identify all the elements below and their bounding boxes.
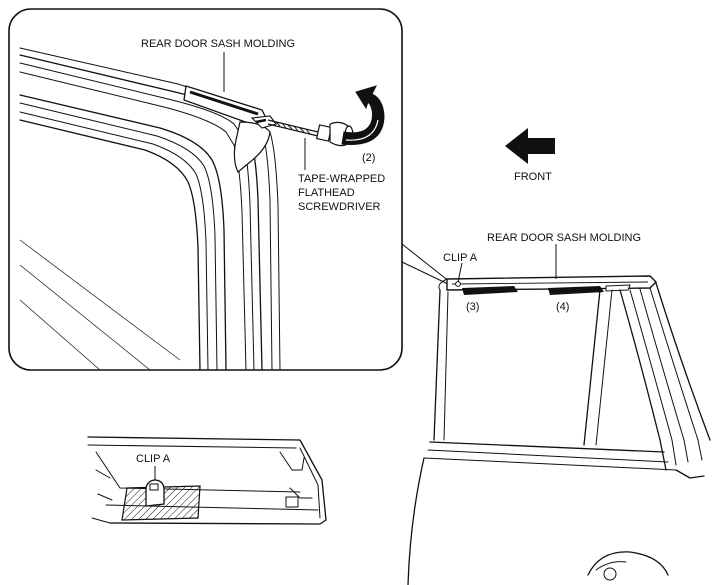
tool-label-line3: SCREWDRIVER: [298, 201, 381, 213]
tool-label-line1: TAPE-WRAPPED: [298, 173, 385, 185]
step-4-label: (4): [556, 301, 569, 313]
tool-label-line2: FLATHEAD: [298, 187, 355, 199]
clip-icon: [145, 479, 165, 507]
detail-molding-label: REAR DOOR SASH MOLDING: [141, 38, 295, 50]
front-arrow-icon: [505, 128, 555, 164]
rotation-arrow-icon: [341, 85, 385, 145]
callout-connectors: [401, 243, 451, 286]
detail-frame: [8, 8, 403, 371]
step-3-label: (3): [466, 301, 479, 313]
clip-a-main-leader: [457, 262, 463, 283]
detail-callout: REAR DOOR SASH MOLDING (2) TAPE-WRAPPED …: [8, 8, 403, 371]
rear-door-main-view: [407, 275, 711, 585]
step-2-label: (2): [362, 152, 375, 164]
clip-a-main-label: CLIP A: [443, 252, 478, 264]
molding-underside-inset: [87, 436, 327, 525]
main-molding-label: REAR DOOR SASH MOLDING: [487, 232, 641, 244]
front-label: FRONT: [514, 171, 552, 183]
detail-sash-molding: [183, 85, 277, 173]
clip-a-inset-label: CLIP A: [136, 453, 171, 465]
